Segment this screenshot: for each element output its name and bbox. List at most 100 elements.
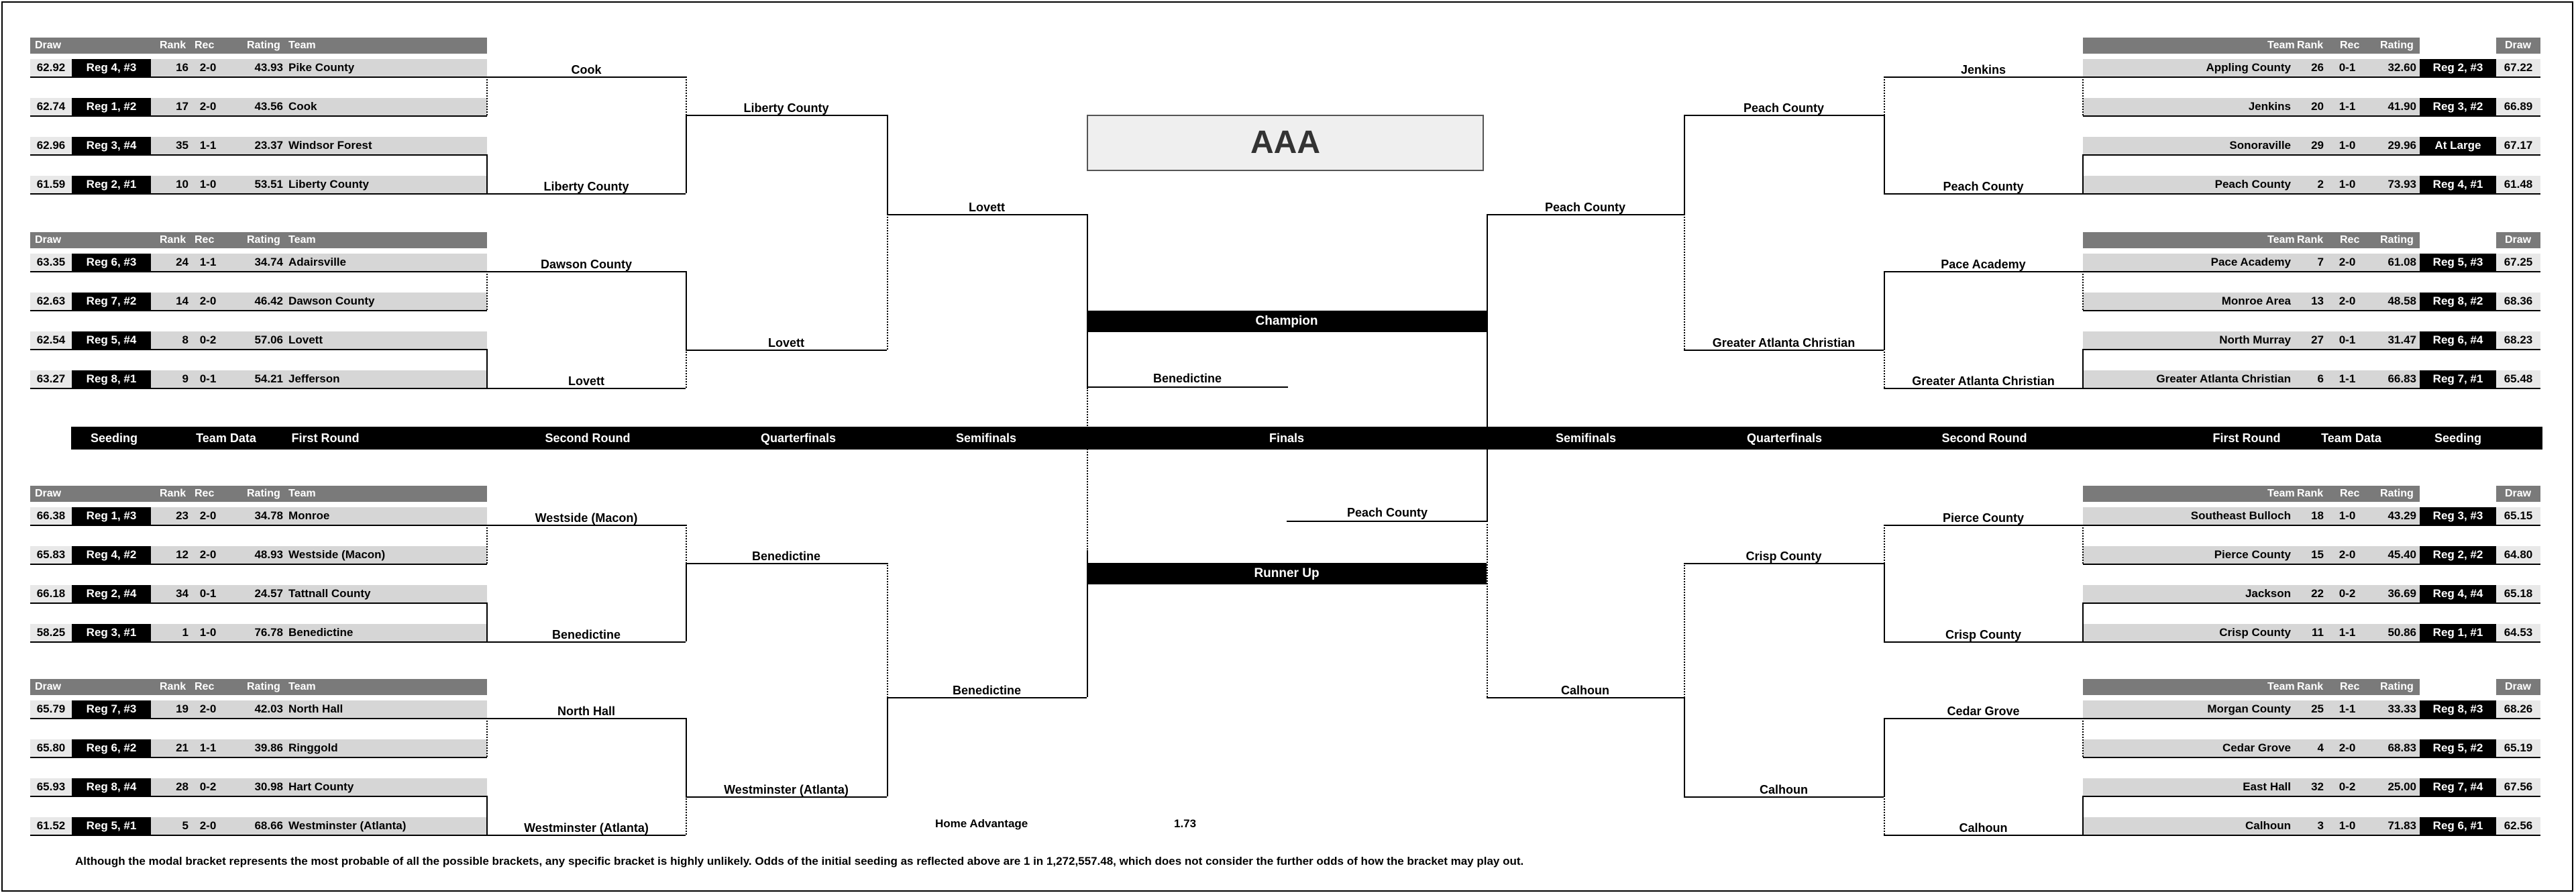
right-group-3-row-2-underline bbox=[2083, 564, 2540, 565]
right-qf-connector-solid-2 bbox=[1684, 697, 1685, 796]
left-r1-connector-2 bbox=[486, 154, 488, 193]
left-group-1-row-3-rec: 1-1 bbox=[199, 139, 217, 152]
right-group-2-row-3-team[interactable]: North Murray bbox=[2219, 333, 2291, 346]
left-group-2-row-3-team[interactable]: Lovett bbox=[288, 333, 323, 346]
left-group-1-row-2-seed: Reg 1, #2 bbox=[72, 98, 151, 115]
left-group-2-row-4-team[interactable]: Jefferson bbox=[288, 372, 340, 385]
right-group-1-row-3-rec: 1-0 bbox=[2339, 139, 2356, 152]
left-second-round-pick-4[interactable]: Lovett bbox=[568, 374, 604, 388]
right-group-2-row-2-rank: 13 bbox=[2311, 295, 2324, 307]
left-group-1-row-3-rating: 23.37 bbox=[254, 139, 283, 152]
left-group-2-row-2-underline bbox=[30, 310, 487, 311]
right-group-4-row-4-team[interactable]: Calhoun bbox=[2245, 819, 2291, 832]
final-pick-top[interactable]: Benedictine bbox=[1152, 372, 1222, 385]
left-group-4-row-3-seed: Reg 8, #4 bbox=[72, 778, 151, 796]
right-second-round-pick-7[interactable]: Cedar Grove bbox=[1947, 704, 2020, 718]
left-semifinal-pick-1[interactable]: Lovett bbox=[969, 201, 1005, 214]
right-group-2-row-1-team[interactable]: Pace Academy bbox=[2210, 256, 2291, 268]
right-group-3-row-4-team[interactable]: Crisp County bbox=[2219, 626, 2291, 639]
left-quarterfinal-pick-2[interactable]: Lovett bbox=[768, 336, 804, 350]
right-second-round-pick-5[interactable]: Pierce County bbox=[1942, 511, 2025, 525]
right-second-round-pick-3[interactable]: Pace Academy bbox=[1941, 258, 2026, 271]
right-r2-line-3 bbox=[1884, 271, 2083, 272]
left-group-1-row-1-team[interactable]: Pike County bbox=[288, 61, 355, 74]
left-group-3-header-rec: Rec bbox=[195, 488, 215, 499]
right-group-2-row-3-data-bg bbox=[2083, 331, 2420, 349]
right-qf-line-2 bbox=[1684, 350, 1884, 351]
left-second-round-pick-7[interactable]: North Hall bbox=[557, 704, 615, 718]
left-semifinal-pick-2[interactable]: Benedictine bbox=[952, 684, 1022, 697]
left-group-4-row-1-underline bbox=[30, 718, 487, 719]
right-second-round-pick-1[interactable]: Jenkins bbox=[1960, 63, 2006, 76]
left-sf-line-1 bbox=[887, 214, 1087, 215]
right-group-2-row-4-team[interactable]: Greater Atlanta Christian bbox=[2156, 372, 2291, 385]
left-group-3-row-2-rec: 2-0 bbox=[199, 548, 217, 561]
left-group-3-row-2-team[interactable]: Westside (Macon) bbox=[288, 548, 386, 561]
right-group-2-row-3-underline bbox=[2083, 349, 2540, 350]
right-semifinal-pick-1[interactable]: Peach County bbox=[1544, 201, 1626, 214]
right-quarterfinal-pick-3[interactable]: Crisp County bbox=[1746, 549, 1822, 563]
right-group-1-row-2-team[interactable]: Jenkins bbox=[2248, 100, 2291, 113]
left-group-2-header-team: Team bbox=[288, 234, 316, 246]
right-group-4-row-1-team[interactable]: Morgan County bbox=[2207, 702, 2291, 715]
right-group-4-row-2-team[interactable]: Cedar Grove bbox=[2222, 741, 2291, 754]
left-group-4-row-2-team[interactable]: Ringgold bbox=[288, 741, 338, 754]
left-r1-connector-4 bbox=[486, 349, 488, 388]
right-group-1-row-3-team[interactable]: Sonoraville bbox=[2229, 139, 2291, 152]
left-second-round-pick-6[interactable]: Benedictine bbox=[551, 628, 621, 641]
right-semifinal-pick-2[interactable]: Calhoun bbox=[1561, 684, 1609, 697]
left-group-3-row-1-draw: 66.38 bbox=[30, 507, 72, 525]
right-quarterfinal-pick-2[interactable]: Greater Atlanta Christian bbox=[1712, 336, 1856, 350]
left-group-3-row-1-team[interactable]: Monroe bbox=[288, 509, 330, 522]
right-group-4-row-3-team[interactable]: East Hall bbox=[2243, 780, 2291, 793]
left-group-1-row-4-team[interactable]: Liberty County bbox=[288, 178, 369, 191]
left-quarterfinal-pick-1[interactable]: Liberty County bbox=[743, 101, 829, 115]
left-second-round-pick-5[interactable]: Westside (Macon) bbox=[535, 511, 638, 525]
left-second-round-pick-1[interactable]: Cook bbox=[571, 63, 602, 76]
right-group-3-row-3-team[interactable]: Jackson bbox=[2245, 587, 2291, 600]
left-group-3-row-3-team[interactable]: Tattnall County bbox=[288, 587, 371, 600]
left-group-2-header-rank: Rank bbox=[160, 234, 186, 246]
left-quarterfinal-pick-4[interactable]: Westminster (Atlanta) bbox=[724, 783, 849, 796]
left-group-4-row-4-team[interactable]: Westminster (Atlanta) bbox=[288, 819, 407, 832]
left-group-1-row-3-team[interactable]: Windsor Forest bbox=[288, 139, 372, 152]
right-group-3-row-2-team[interactable]: Pierce County bbox=[2214, 548, 2291, 561]
left-group-2-row-2-team[interactable]: Dawson County bbox=[288, 295, 375, 307]
right-second-round-pick-6[interactable]: Crisp County bbox=[1945, 628, 2021, 641]
left-qf-connector-2 bbox=[887, 563, 888, 796]
right-group-1-row-1-team[interactable]: Appling County bbox=[2206, 61, 2291, 74]
right-group-3-row-1-team[interactable]: Southeast Bulloch bbox=[2190, 509, 2291, 522]
right-quarterfinal-pick-1[interactable]: Peach County bbox=[1743, 101, 1825, 115]
round-label-team-data-left: Team Data bbox=[196, 431, 256, 445]
left-group-4-row-1-team[interactable]: North Hall bbox=[288, 702, 343, 715]
right-second-round-pick-4[interactable]: Greater Atlanta Christian bbox=[1912, 374, 2055, 388]
left-r2-line-8 bbox=[487, 835, 686, 836]
left-group-2-row-1-team[interactable]: Adairsville bbox=[288, 256, 346, 268]
left-group-4-row-3-team[interactable]: Hart County bbox=[288, 780, 354, 793]
right-second-round-pick-8[interactable]: Calhoun bbox=[1959, 821, 2008, 835]
left-second-round-pick-8[interactable]: Westminster (Atlanta) bbox=[524, 821, 649, 835]
right-group-2-header-rec: Rec bbox=[2340, 234, 2360, 246]
footnote: Although the modal bracket represents th… bbox=[75, 855, 1524, 868]
left-final-connector-dotted bbox=[1087, 388, 1088, 697]
right-qf-connector-solid-1 bbox=[1684, 115, 1685, 214]
left-second-round-pick-3[interactable]: Dawson County bbox=[540, 258, 632, 271]
right-group-3-row-1-rank: 18 bbox=[2311, 509, 2324, 522]
right-group-1-header-team: Team bbox=[2267, 40, 2295, 51]
right-second-round-pick-2[interactable]: Peach County bbox=[1943, 180, 2024, 193]
left-group-2-header-draw: Draw bbox=[35, 234, 62, 246]
left-group-1-row-2-team[interactable]: Cook bbox=[288, 100, 317, 113]
left-second-round-pick-2[interactable]: Liberty County bbox=[543, 180, 629, 193]
left-group-3-row-4-team[interactable]: Benedictine bbox=[288, 626, 354, 639]
left-group-2-row-2-seed: Reg 7, #2 bbox=[72, 293, 151, 310]
final-pick-bottom[interactable]: Peach County bbox=[1346, 506, 1428, 519]
left-group-2-row-1-rating: 34.74 bbox=[254, 256, 283, 268]
round-label-second-round-left: Second Round bbox=[545, 431, 631, 445]
left-quarterfinal-pick-3[interactable]: Benedictine bbox=[751, 549, 821, 563]
right-quarterfinal-pick-4[interactable]: Calhoun bbox=[1760, 783, 1808, 796]
right-group-2-row-2-team[interactable]: Monroe Area bbox=[2221, 295, 2291, 307]
right-group-1-row-4-team[interactable]: Peach County bbox=[2214, 178, 2291, 191]
right-group-4-row-3-data-bg bbox=[2083, 778, 2420, 796]
left-group-1-row-3-data-bg bbox=[151, 137, 487, 154]
left-group-3-row-3-seed: Reg 2, #4 bbox=[72, 585, 151, 602]
